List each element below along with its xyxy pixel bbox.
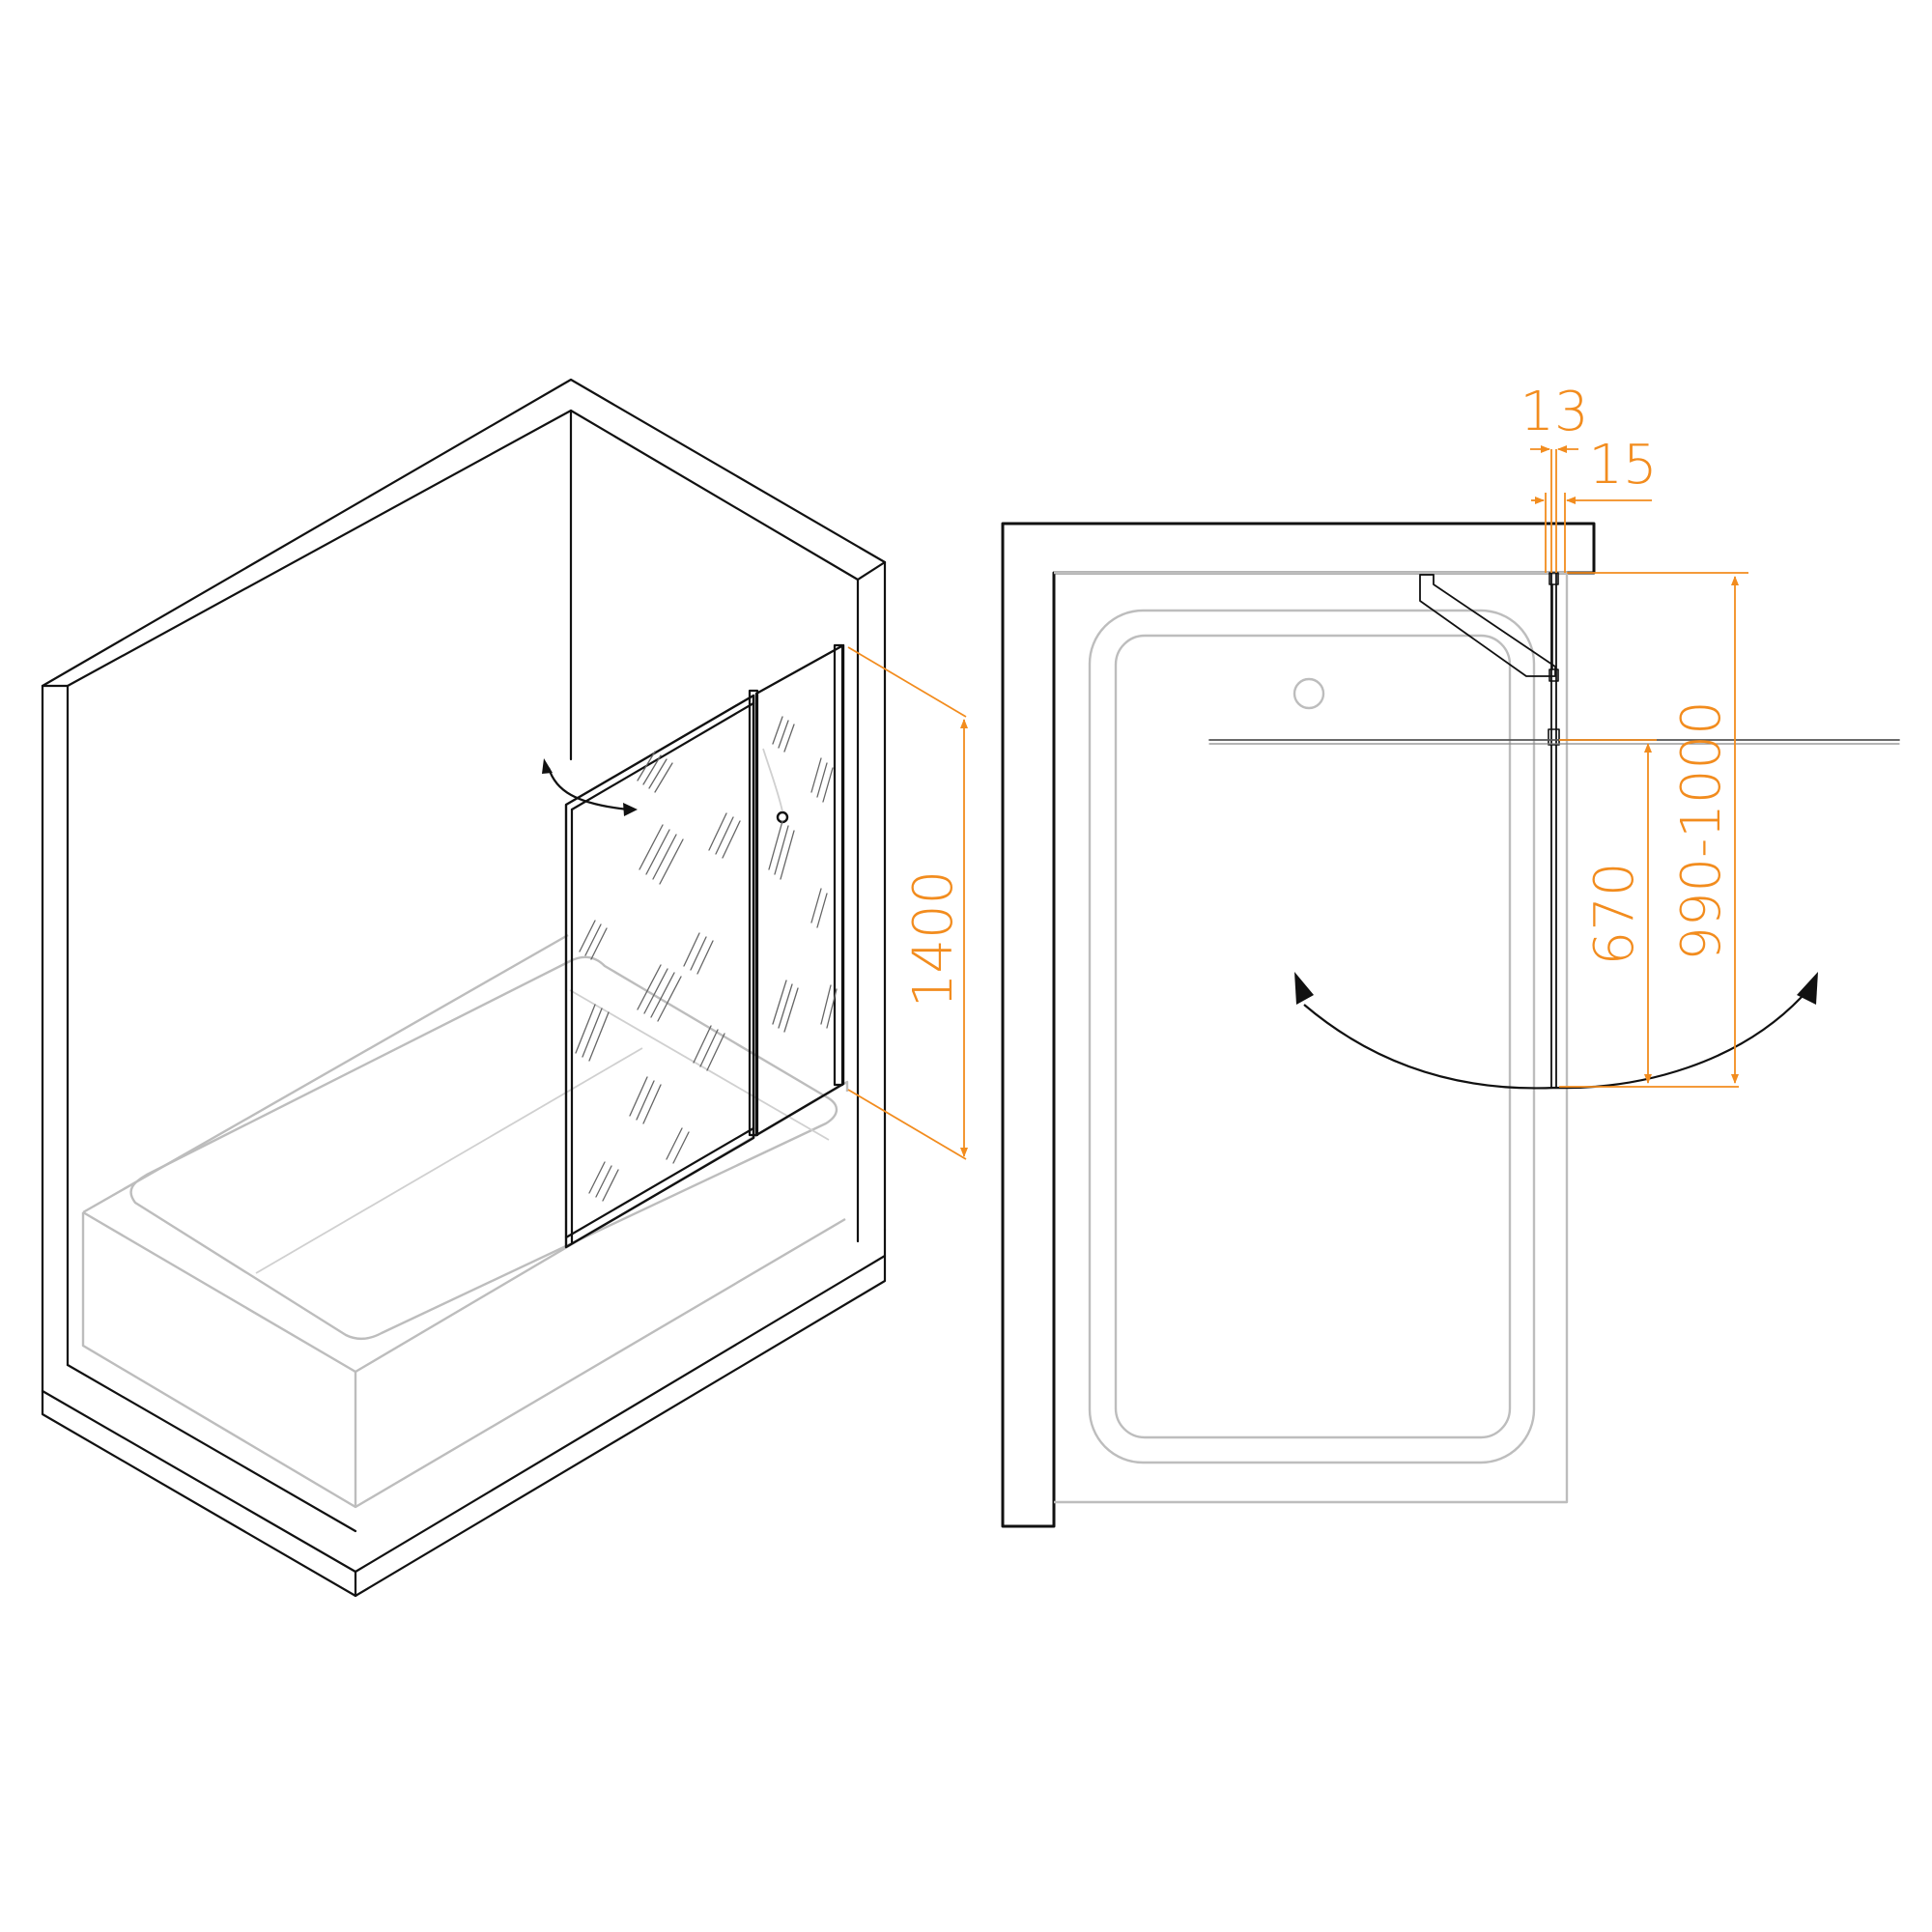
dimension-gaps: 13 15	[1520, 381, 1658, 573]
plan-view: 13 15 670 990-1000	[1001, 381, 1900, 1528]
shower-rail-shadow	[762, 748, 783, 812]
plinth-top	[41, 1228, 887, 1574]
shower-screen	[564, 643, 845, 1249]
dimension-label-1400: 1400	[902, 870, 965, 1009]
arrow-head-up	[542, 758, 553, 774]
wall-outline	[41, 378, 887, 1393]
tub-basin	[1114, 634, 1512, 1439]
swing-arc	[1303, 996, 1803, 1090]
tub-outer	[1054, 571, 1569, 1504]
tub-front-top	[82, 1080, 849, 1374]
wall-profile	[833, 643, 844, 1087]
tub-front-body	[81, 1212, 846, 1509]
panel-divider-profile	[748, 689, 759, 1137]
glass-texture	[575, 716, 838, 1202]
dimension-label-15: 15	[1588, 434, 1657, 497]
middle-bracket	[1548, 668, 1559, 682]
dimension-fixed-width: 670	[1559, 739, 1739, 1088]
dimension-total-width: 990-1000	[1567, 572, 1748, 1084]
arc-arrow-right	[1797, 972, 1818, 1005]
bathtub-plan	[1054, 571, 1569, 1504]
shower-arm	[1419, 574, 1556, 677]
dimension-label-670: 670	[1583, 863, 1646, 966]
swing-panel-inner-top	[570, 701, 755, 811]
drain	[1293, 677, 1325, 710]
glass-plan	[1208, 572, 1900, 1088]
wall-outer-edge	[41, 378, 887, 1232]
floor-wall-joint	[66, 1363, 357, 1533]
extension-line-top	[847, 646, 967, 718]
isometric-view: 1400	[41, 378, 968, 1598]
floor-plinth	[41, 1228, 887, 1598]
arrow-head-right	[623, 803, 638, 816]
dimension-label-990-1000: 990-1000	[1670, 700, 1733, 961]
tub-rim	[1088, 609, 1536, 1464]
tub-floor-line	[255, 1047, 643, 1274]
arc-arrow-left	[1294, 972, 1314, 1005]
tub-inner-rim	[129, 955, 838, 1341]
dimension-panel-height: 1400	[847, 646, 968, 1160]
shower-arm-shape	[1419, 574, 1556, 677]
wall-inner-top	[66, 409, 887, 688]
tub-bottom-line	[569, 989, 830, 1141]
swing-panel	[564, 694, 755, 1249]
panel-bottom-seal	[564, 1126, 755, 1239]
wall-section	[1001, 522, 1596, 1528]
hinge-plan	[1548, 728, 1560, 746]
wall-left-face	[41, 684, 70, 1367]
bathtub-iso	[81, 933, 849, 1509]
wall-bracket	[1548, 572, 1559, 585]
extension-line-bottom	[847, 1089, 967, 1160]
fixed-panel	[754, 643, 845, 1137]
dimension-label-13: 13	[1520, 381, 1588, 443]
swing-arrow-iso	[542, 758, 638, 816]
